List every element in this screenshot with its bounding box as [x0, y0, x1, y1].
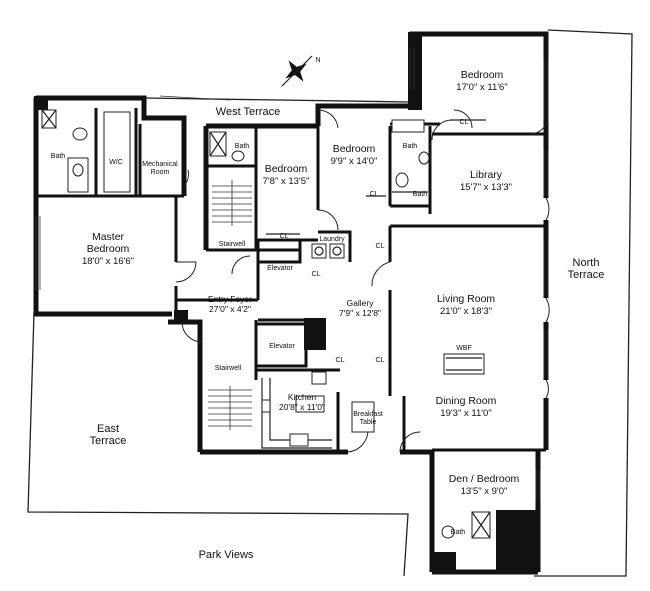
closet-label-4: CL: [312, 271, 321, 278]
elevator-lower-label: Elevator: [269, 343, 295, 350]
entry-foyer-name: Entry Foyer: [208, 294, 252, 304]
elevator-upper-label: Elevator: [267, 265, 293, 272]
wbf-label: WBF: [456, 345, 472, 352]
den-bath-label: Bath: [451, 529, 466, 536]
den-dims: 13'5" x 9'0": [461, 486, 508, 497]
stairwell-steps: [208, 180, 252, 430]
east-terrace-label-2: Terrace: [90, 435, 127, 447]
breakfast-label-1: Breakfast: [353, 411, 383, 418]
kitchen-dims: 20'8" x 11'0": [279, 402, 325, 412]
master-bath-label: Bath: [51, 153, 66, 160]
west-terrace-label: West Terrace: [216, 106, 280, 118]
laundry-label: Laundry: [319, 236, 345, 243]
fixtures: [41, 109, 491, 539]
closet-label-5: CL: [376, 243, 385, 250]
stairwell-lower-label: Stairwell: [215, 365, 242, 372]
north-terrace-label-2: Terrace: [568, 269, 605, 281]
bedroom-small-name: Bedroom: [265, 163, 308, 175]
room-labels: Bedroom 17'0" x 11'6" Library 15'7" x 13…: [82, 69, 520, 497]
mechanical-room-label-1: Mechanical: [142, 161, 178, 168]
bedroom-ne-name: Bedroom: [461, 69, 504, 81]
living-room-dims: 21'0" x 18'3": [440, 306, 492, 317]
compass-north-label: N: [315, 57, 320, 64]
bedroom-mid-dims: 9'9" x 14'0": [331, 156, 378, 167]
bath-mid-label-2: Bath: [413, 191, 428, 198]
wic-label: W/C: [109, 159, 123, 166]
interior-walls: [36, 108, 546, 452]
kitchen-name: Kitchen: [288, 392, 317, 402]
structural-fill: [34, 32, 538, 572]
master-bedroom-name: Master: [92, 231, 125, 243]
bedroom-mid-name: Bedroom: [333, 143, 376, 155]
closet-label-7: CL: [336, 357, 345, 364]
closet-label-6: CL: [314, 339, 323, 346]
compass-icon: N: [281, 55, 321, 87]
small-labels: West Terrace North Terrace East Terrace …: [51, 106, 605, 561]
gallery-dims: 7'9" x 12'8": [339, 308, 381, 318]
closet-label-2: CL: [460, 119, 469, 126]
bedroom-ne-dims: 17'0" x 11'6": [456, 82, 507, 93]
closet-label-3: CL: [280, 233, 289, 240]
mechanical-room-label-2: Room: [151, 169, 170, 176]
bath-mid-label: Bath: [403, 143, 418, 150]
living-room-name: Living Room: [437, 293, 496, 305]
master-bedroom-name2: Bedroom: [87, 243, 130, 255]
windows: [35, 48, 549, 500]
breakfast-label-2: Table: [360, 419, 377, 426]
gallery-name: Gallery: [347, 298, 375, 308]
den-name: Den / Bedroom: [449, 473, 520, 485]
library-name: Library: [470, 169, 503, 181]
bath-small-label: Bath: [235, 143, 250, 150]
doors: [175, 109, 550, 453]
stairwell-upper-label: Stairwell: [219, 241, 246, 248]
bedroom-small-dims: 7'8" x 13'5": [263, 176, 310, 187]
closet-label-1: CL: [370, 191, 379, 198]
north-terrace-label-1: North: [573, 257, 600, 269]
closet-label-8: CL: [376, 357, 385, 364]
terrace-outlines: [27, 29, 633, 577]
master-bedroom-dims: 18'0" x 16'6": [82, 256, 134, 267]
library-dims: 15'7" x 13'3": [460, 182, 512, 193]
park-views-label: Park Views: [199, 549, 254, 561]
dining-room-name: Dining Room: [436, 395, 497, 407]
east-terrace-label-1: East: [97, 423, 119, 435]
entry-foyer-dims: 27'0" x 4'2": [209, 304, 251, 314]
dining-room-dims: 19'3" x 11'0": [440, 408, 491, 419]
